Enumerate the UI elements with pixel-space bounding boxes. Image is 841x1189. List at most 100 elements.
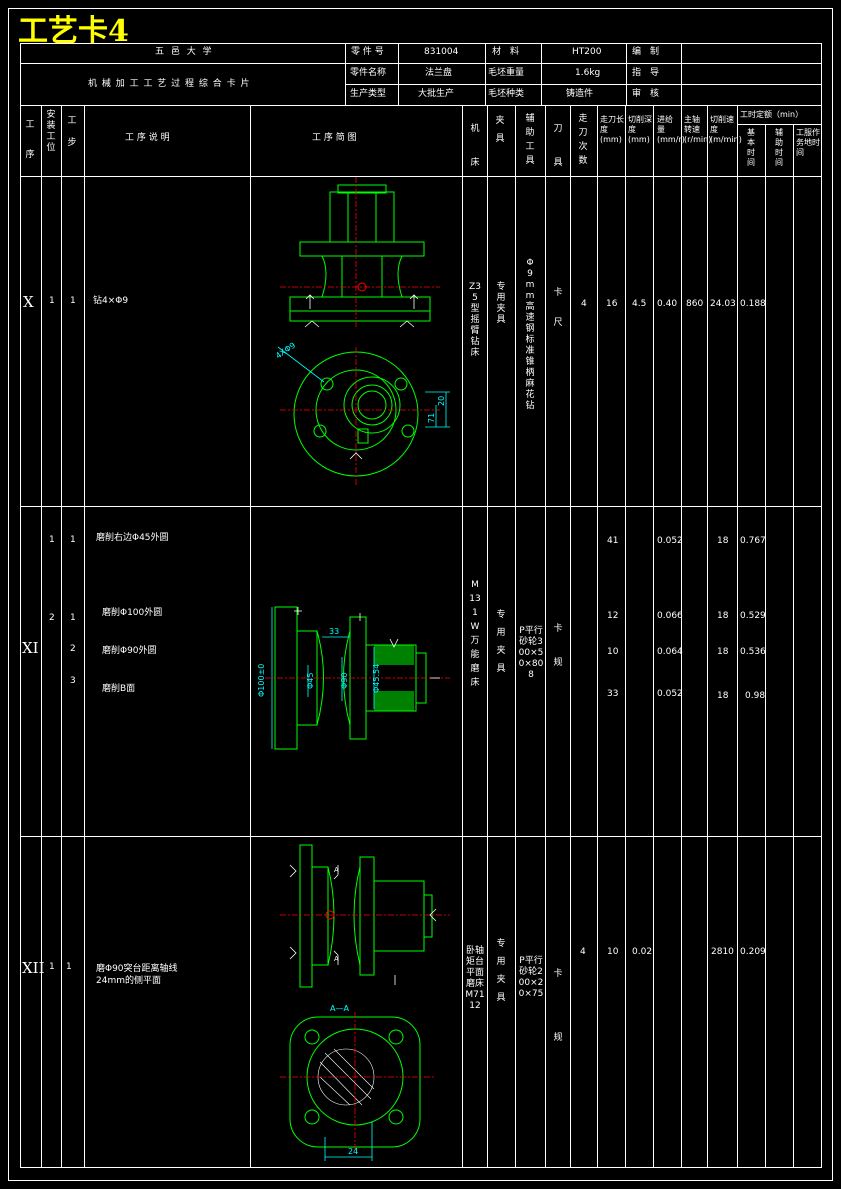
setup-value: 1 — [49, 535, 55, 545]
step-description: 磨削Φ90外圆 — [102, 646, 157, 656]
dimension-24: 24 — [348, 1147, 358, 1156]
col-passes: 走刀次数 — [578, 114, 588, 166]
material-value: HT200 — [572, 47, 602, 57]
step-value: 1 — [70, 535, 76, 545]
cut-speed-value: 18 — [717, 536, 729, 546]
part-no-label: 零 件 号 — [351, 47, 384, 57]
gauge-value: 卡规 — [553, 969, 563, 1043]
basic-time-value: 0.209 — [740, 947, 766, 957]
material-label: 材 料 — [492, 47, 520, 57]
feed-value: 0.40 — [657, 299, 678, 309]
gauge-value: 卡尺 — [553, 288, 563, 328]
dimension-d45: Φ45 — [306, 673, 315, 689]
col-cutter: 刀具 — [553, 124, 563, 168]
basic-time-value: 0.188 — [740, 299, 766, 309]
basic-time-value: 0.767 — [740, 536, 766, 546]
feed-value: 0.066 — [657, 611, 683, 621]
card-name: 机 械 加 工 工 艺 过 程 综 合 卡 片 — [88, 79, 251, 89]
setup-value: 2 — [49, 613, 55, 623]
length-value: 12 — [607, 611, 619, 621]
passes-value: 4 — [581, 299, 587, 309]
machine-value: M131W万能磨床 — [469, 580, 481, 688]
school-name: 五 邑 大 学 — [155, 47, 214, 57]
fixture-value: 专用夹具 — [496, 610, 506, 674]
step-value: 1 — [70, 296, 76, 306]
fixture-value: 专用夹具 — [496, 939, 506, 1003]
cut-speed-value: 24.03 — [710, 299, 736, 309]
dimension-71: 71 — [427, 413, 436, 423]
col-aux-time: 辅助时间 — [775, 128, 783, 167]
blank-weight-value: 1.6kg — [575, 68, 601, 78]
col-speed: 主轴转速(r/min) — [684, 115, 712, 144]
step-value: 2 — [70, 644, 76, 654]
col-aux-tool: 辅助工具 — [525, 114, 535, 166]
sketch-drill-holes: 4XΦ9 20 71 — [274, 177, 450, 487]
step-description-line2: 24mm的侧平面 — [96, 976, 161, 986]
machine-value: Z35型摇臂钻床 — [469, 282, 481, 358]
feed-value: 0.052 — [657, 536, 683, 546]
length-value: 10 — [607, 947, 619, 957]
production-type-value: 大批生产 — [418, 89, 455, 99]
compiled-label: 编 制 — [632, 47, 660, 57]
blank-type-label: 毛坯种类 — [488, 89, 525, 99]
step-description: 磨Φ90突台距离轴线 — [96, 964, 178, 974]
step-description: 钻4×Φ9 — [93, 296, 129, 306]
basic-time-value: 0.98 — [745, 691, 766, 701]
col-length: 走刀长度(mm) — [600, 115, 624, 144]
setup-value: 1 — [49, 296, 55, 306]
length-value: 10 — [607, 647, 619, 657]
setup-value: 1 — [49, 962, 55, 972]
col-fixture: 夹具 — [495, 116, 505, 144]
passes-value: 4 — [580, 947, 586, 957]
col-process: 工序 — [25, 120, 35, 160]
section-mark-a: A — [334, 866, 339, 874]
col-step: 工步 — [67, 116, 77, 148]
col-description: 工 序 说 明 — [125, 133, 170, 143]
feed-value: 0.064 — [657, 647, 683, 657]
section-mark-a2: A — [334, 955, 339, 963]
production-type-label: 生产类型 — [350, 89, 387, 99]
sketch-grinding: Φ100±0 Φ45 Φ90 Φ45.54 33 — [257, 606, 450, 750]
process-no: XII — [22, 959, 45, 977]
col-depth: 切削深度(mm) — [628, 115, 652, 144]
review-label: 审 核 — [632, 89, 660, 99]
cut-speed-value: 18 — [717, 611, 729, 621]
cutter-value: Φ9mm高速钢标准锥柄麻花钻 — [525, 258, 535, 411]
step-description: 磨削右边Φ45外圆 — [96, 533, 169, 543]
cutter-value: P平行砂轮200×20×75 — [518, 956, 544, 999]
col-time-quota: 工时定额（min） — [740, 110, 804, 119]
basic-time-value: 0.529 — [740, 611, 766, 621]
col-feed: 进给量(mm/r) — [657, 115, 685, 144]
feed-value: 0.052 — [657, 689, 683, 699]
blank-type-value: 铸造件 — [566, 89, 594, 99]
length-value: 33 — [607, 689, 619, 699]
guide-label: 指 导 — [632, 68, 660, 78]
col-cut-speed: 切削速度(m/min) — [710, 115, 742, 144]
speed-value: 860 — [686, 299, 704, 309]
sketch-surface-grinding: A A A—A 24 — [280, 844, 450, 1161]
step-value: 1 — [70, 613, 76, 623]
dimension-d100: Φ100±0 — [257, 664, 266, 697]
speed-value: 2810 — [711, 947, 734, 957]
dimension-d90: Φ90 — [340, 673, 349, 689]
part-name-value: 法兰盘 — [425, 68, 453, 78]
col-sketch: 工 序 简 图 — [312, 133, 357, 143]
col-basic-time: 基本时间 — [747, 128, 755, 167]
col-machine: 机床 — [470, 124, 480, 168]
step-description: 磨削B面 — [102, 684, 136, 694]
cut-speed-value: 18 — [717, 647, 729, 657]
gauge-value: 卡规 — [553, 624, 563, 668]
basic-time-value: 0.536 — [740, 647, 766, 657]
section-label: A—A — [330, 1004, 349, 1013]
process-no: XI — [22, 639, 39, 657]
dimension-d45-54: Φ45.54 — [372, 664, 381, 693]
fixture-value: 专用夹具 — [496, 282, 506, 325]
part-name-label: 零件名称 — [350, 68, 387, 78]
col-setup: 安装工位 — [46, 110, 56, 153]
length-value: 41 — [607, 536, 619, 546]
length-value: 16 — [606, 299, 618, 309]
blank-weight-label: 毛坯重量 — [488, 68, 525, 78]
cut-speed-value: 18 — [717, 691, 729, 701]
col-service-time: 工服作务地时间 — [796, 128, 820, 157]
